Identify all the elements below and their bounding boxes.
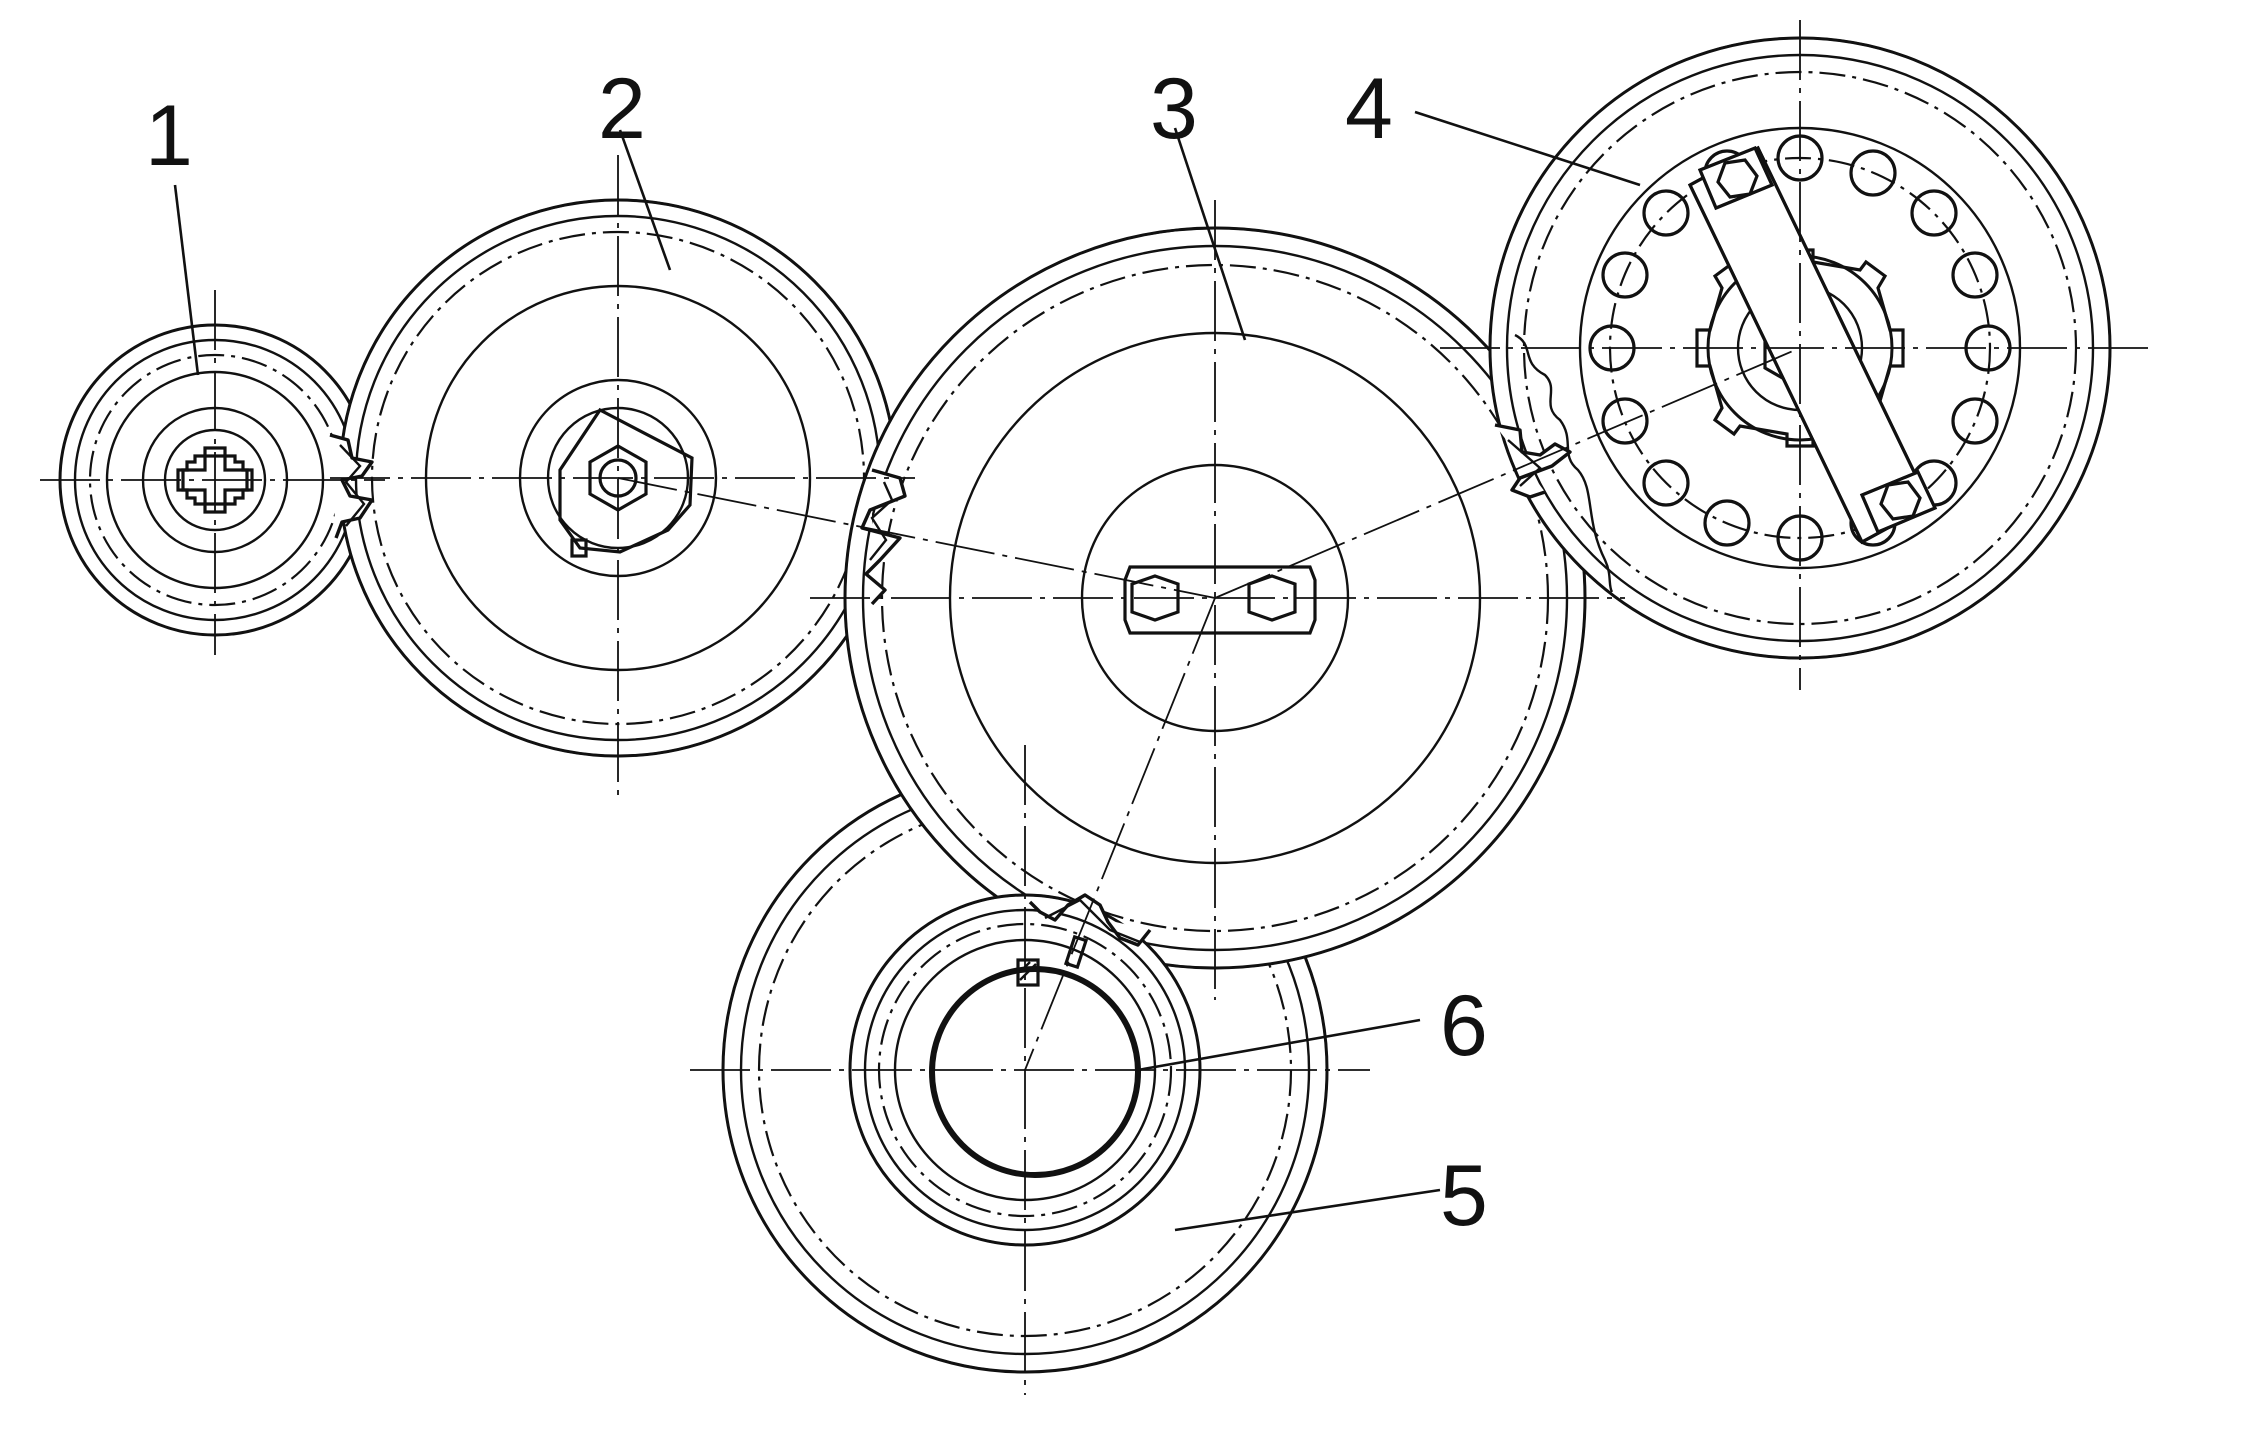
centre-lines (40, 20, 2150, 1395)
leader-lines (173, 110, 1641, 1232)
label-4: 4 (1345, 61, 1393, 157)
label-1: 1 (145, 88, 193, 184)
label-5: 5 (1440, 1148, 1488, 1244)
mesh-teeth (329, 423, 1572, 947)
label-2: 2 (598, 61, 646, 157)
part-labels: 1 2 3 4 5 6 (145, 61, 1488, 1244)
label-3: 3 (1150, 61, 1198, 157)
label-6: 6 (1440, 978, 1488, 1074)
